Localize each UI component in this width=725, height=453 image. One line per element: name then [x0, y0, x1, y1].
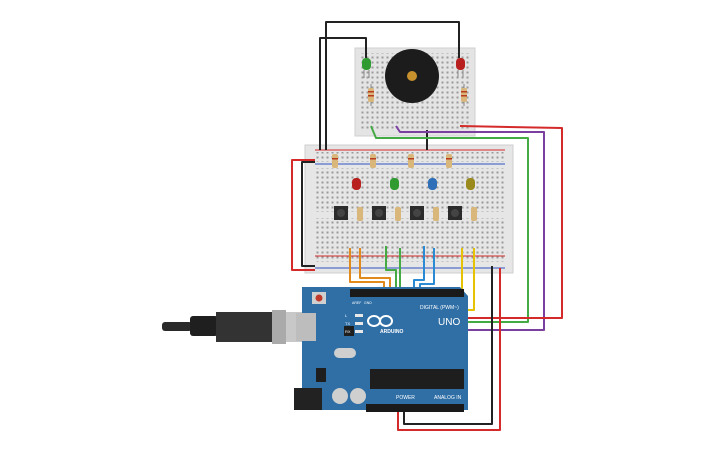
push-button-3[interactable] [410, 206, 424, 220]
capacitor-2 [350, 388, 366, 404]
blue-led-main[interactable] [428, 178, 437, 190]
analog-label: ANALOG IN [434, 395, 462, 401]
resistor-top-right[interactable] [461, 84, 467, 106]
green-led-top[interactable] [362, 58, 371, 78]
crystal [334, 348, 356, 358]
resistor-top-left[interactable] [368, 84, 374, 106]
power-header[interactable] [366, 404, 464, 412]
power-label: POWER [396, 395, 415, 401]
yellow-led-main[interactable] [466, 178, 475, 190]
resistors-button-row[interactable] [357, 207, 477, 221]
aref-label: AREF [352, 301, 361, 305]
gnd-label: GND [364, 301, 372, 305]
piezo-buzzer[interactable] [385, 49, 439, 103]
arduino-logo-text: ARDUINO [380, 329, 403, 335]
arduino-logo-icon [367, 315, 393, 327]
power-jack [294, 388, 322, 410]
push-button-4[interactable] [448, 206, 462, 220]
atmega-chip [370, 369, 464, 389]
uno-label: UNO [438, 317, 460, 328]
usb-cable[interactable] [162, 310, 308, 344]
arduino-uno-board[interactable]: L TX RX AREF GND DIGITAL (PWM~) ARDUINO … [294, 287, 468, 412]
indicator-label-rx: RX [345, 329, 351, 334]
red-led-main[interactable] [352, 178, 361, 190]
red-led-top[interactable] [456, 58, 465, 78]
resistors-top-row[interactable] [332, 154, 452, 168]
green-led-main[interactable] [390, 178, 399, 190]
digital-label: DIGITAL (PWM~) [420, 305, 459, 311]
digital-header[interactable] [350, 289, 464, 297]
push-button-1[interactable] [334, 206, 348, 220]
usb-port [296, 313, 316, 341]
push-button-2[interactable] [372, 206, 386, 220]
capacitor-1 [332, 388, 348, 404]
indicator-label-l: L [345, 313, 348, 318]
indicator-label-tx: TX [345, 321, 350, 326]
